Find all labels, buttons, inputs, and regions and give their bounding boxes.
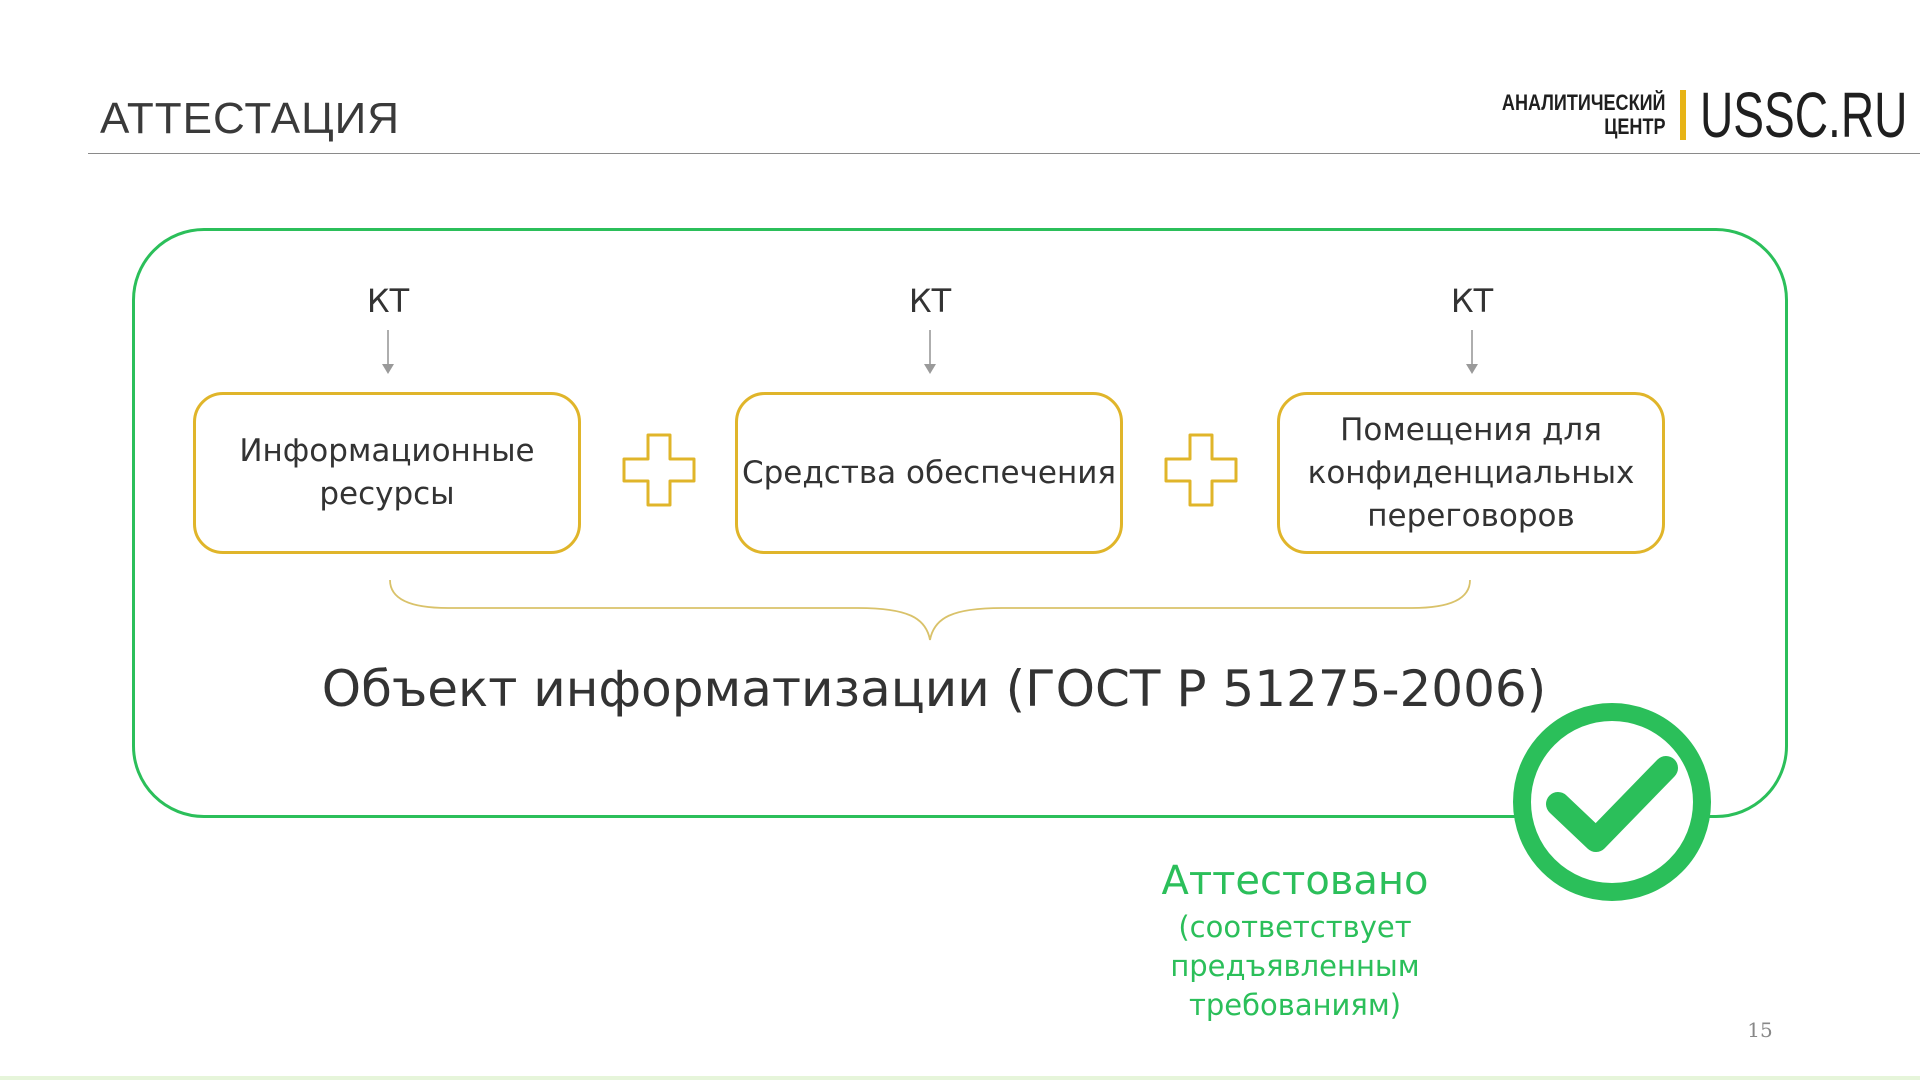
status-description-line-2: требованиям)	[1188, 988, 1402, 1022]
box-3-line-2: конфиденциальных	[1307, 454, 1635, 491]
box-2-line-1: Средства обеспечения	[741, 454, 1117, 491]
object-frame	[132, 228, 1788, 818]
kt-label-3: КТ	[1450, 282, 1494, 320]
box-3-line-1: Помещения для	[1340, 411, 1602, 448]
logo-brand: USSC.RU	[1700, 79, 1908, 151]
box-1-line-2: ресурсы	[319, 476, 455, 512]
page-number: 15	[1747, 1018, 1773, 1042]
plus-icon	[1164, 433, 1238, 507]
arrow-down-icon	[924, 330, 936, 374]
title-divider	[88, 153, 1920, 154]
logo-line-2: ЦЕНТР	[1604, 114, 1666, 139]
curly-brace	[389, 579, 1471, 641]
object-title: Объект информатизации (ГОСТ Р 51275-2006…	[321, 660, 1547, 718]
logo-line-1: АНАЛИТИЧЕСКИЙ	[1502, 90, 1666, 115]
logo-subtitle: АНАЛИТИЧЕСКИЙ ЦЕНТР	[1502, 91, 1666, 139]
arrow-down-icon	[1466, 330, 1478, 374]
arrow-down-icon	[382, 330, 394, 374]
company-logo: АНАЛИТИЧЕСКИЙ ЦЕНТР USSC.RU	[1466, 79, 1908, 151]
status-attested: Аттестовано	[1161, 858, 1429, 904]
slide-title: АТТЕСТАЦИЯ	[100, 94, 401, 143]
box-information-resources: Информационные ресурсы	[193, 392, 581, 554]
kt-label-1: КТ	[366, 282, 410, 320]
box-support-means: Средства обеспечения	[735, 392, 1123, 554]
checkmark-circle-icon	[1513, 703, 1711, 901]
status-description: (соответствует предъявленным требованиям…	[1050, 908, 1540, 1025]
box-1-line-1: Информационные	[239, 433, 535, 469]
status-description-line-1: (соответствует предъявленным	[1170, 910, 1420, 983]
bottom-strip	[0, 1076, 1920, 1080]
kt-label-2: КТ	[908, 282, 952, 320]
logo-bar	[1680, 90, 1686, 140]
plus-icon	[622, 433, 696, 507]
box-premises: Помещения для конфиденциальных переговор…	[1277, 392, 1665, 554]
box-3-line-3: переговоров	[1367, 497, 1575, 534]
